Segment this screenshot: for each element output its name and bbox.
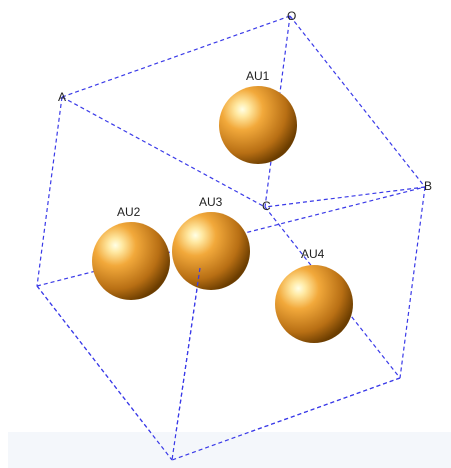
corner-label-c: C <box>262 199 271 213</box>
cell-edge <box>61 96 266 208</box>
cell-edge <box>264 186 426 208</box>
atom-au3[interactable] <box>172 212 250 290</box>
atom-au1[interactable] <box>219 86 297 164</box>
corner-label-a: A <box>58 90 66 104</box>
corner-label-o: O <box>287 9 296 23</box>
cell-edge <box>36 96 63 287</box>
atom-label-au3: AU3 <box>199 195 223 209</box>
atom-au4[interactable] <box>275 265 353 343</box>
corner-label-b: B <box>424 179 432 193</box>
cell-edge <box>399 186 426 379</box>
atom-label-au4: AU4 <box>301 247 325 261</box>
cell-edge <box>248 377 401 432</box>
cell-edge <box>289 15 426 188</box>
atom-label-au1: AU1 <box>246 69 270 83</box>
bottom-panel <box>8 432 451 468</box>
cell-edge <box>175 267 201 432</box>
atom-label-au2: AU2 <box>117 205 141 219</box>
cell-edge <box>61 15 291 98</box>
cell-edge <box>36 285 152 432</box>
atom-au2[interactable] <box>92 222 170 300</box>
structure-canvas[interactable]: O A B C AU1 AU2 AU3 AU4 <box>0 0 451 432</box>
